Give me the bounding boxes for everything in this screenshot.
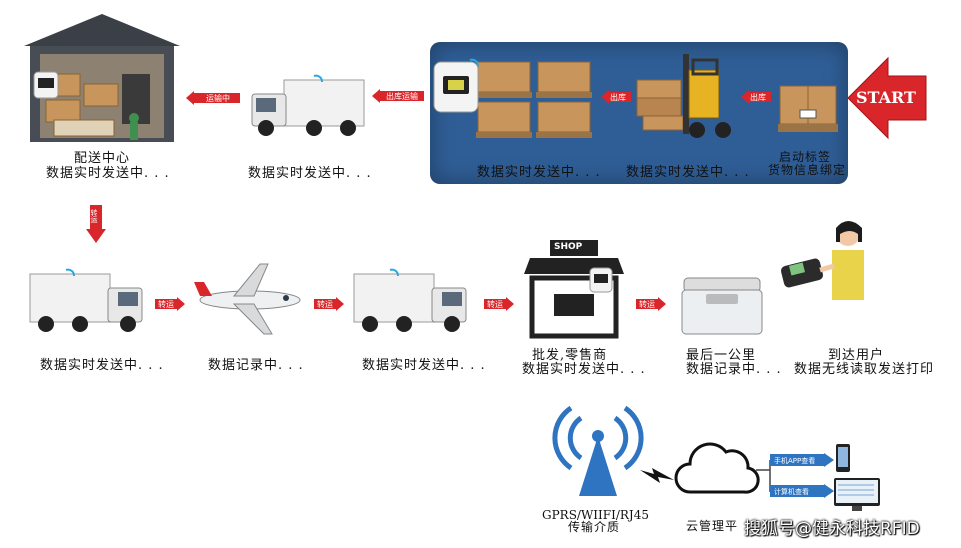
arrow-r2-1 xyxy=(155,297,185,311)
truck-caption: 数据实时发送中. . . xyxy=(248,166,372,181)
arrow-transport-label: 运输中 xyxy=(206,94,230,103)
tagged-pallet-icon xyxy=(778,85,838,132)
arrow-out-2 xyxy=(601,90,631,104)
start-label: START xyxy=(856,88,916,107)
cooler-box-icon xyxy=(681,277,763,335)
tower-caption-1: GPRS/WIIFI/RJ45 xyxy=(542,508,649,522)
signal-tower-icon xyxy=(552,405,644,496)
cloud-caption: 云管理平 xyxy=(686,519,739,533)
shop-caption-2: 数据实时发送中. . . xyxy=(522,362,646,377)
arrow-out-transport xyxy=(372,89,424,103)
box-caption-1: 最后一公里 xyxy=(686,348,757,363)
arrow-out-1-label: 出库 xyxy=(750,93,766,102)
forklift-icon xyxy=(636,54,731,138)
arrow-out-2-label: 出库 xyxy=(610,93,626,102)
start-caption-1: 启动标签 xyxy=(779,150,832,164)
box-caption-2: 数据记录中. . . xyxy=(686,362,782,377)
arrow-r2-1-label: 转运 xyxy=(158,300,174,309)
shop-sign: SHOP xyxy=(554,242,583,252)
arrow-down-label: 转运 xyxy=(90,209,98,223)
computer-icon xyxy=(834,478,880,511)
center-caption-1: 配送中心 xyxy=(74,151,131,166)
cloud-icon xyxy=(674,442,760,494)
label-phone: 手机APP查看 xyxy=(774,457,816,465)
shop-icon xyxy=(524,240,624,339)
smartphone-icon xyxy=(836,444,850,472)
watermark: 搜狐号@健永科技RFID xyxy=(744,519,920,539)
arrow-transport xyxy=(186,91,240,105)
rfid-tag-icon xyxy=(433,58,479,113)
arrow-r2-2-label: 转运 xyxy=(317,300,333,309)
pallet-caption: 数据实时发送中. . . xyxy=(477,165,601,180)
arrow-phone xyxy=(770,453,834,467)
arrow-out-1 xyxy=(741,90,771,104)
arrow-down xyxy=(86,205,106,243)
arrow-r2-4-label: 转运 xyxy=(639,300,655,309)
user-caption-1: 到达用户 xyxy=(828,348,885,363)
plane-caption: 数据记录中. . . xyxy=(208,358,304,373)
arrow-r2-3 xyxy=(484,297,514,311)
truck-2-icon xyxy=(29,268,143,332)
airplane-icon xyxy=(194,263,301,335)
center-caption-2: 数据实时发送中. . . xyxy=(46,166,170,181)
truck-2-caption: 数据实时发送中. . . xyxy=(40,358,164,373)
user-caption-2: 数据无线读取发送打印 xyxy=(794,362,935,377)
arrow-pc xyxy=(770,484,834,498)
truck-3-caption: 数据实时发送中. . . xyxy=(362,358,486,373)
label-pc: 计算机查看 xyxy=(774,488,809,496)
tower-caption-2: 传输介质 xyxy=(568,520,621,534)
user-with-reader-icon xyxy=(780,221,864,300)
distribution-center-icon xyxy=(24,14,180,142)
truck-icon xyxy=(251,74,365,136)
arrow-out-transport-label: 出库运输 xyxy=(386,92,418,101)
truck-3-icon xyxy=(353,268,467,332)
lightning-icon xyxy=(640,468,674,483)
arrow-r2-3-label: 转运 xyxy=(487,300,503,309)
arrow-r2-2 xyxy=(314,297,344,311)
stacked-pallets-icon xyxy=(476,61,592,138)
forklift-caption: 数据实时发送中. . . xyxy=(626,165,750,180)
start-arrow xyxy=(847,56,927,140)
start-caption-2: 货物信息绑定 xyxy=(768,163,847,177)
shop-caption-1: 批发,零售商 xyxy=(532,348,608,363)
arrow-r2-4 xyxy=(636,297,666,311)
